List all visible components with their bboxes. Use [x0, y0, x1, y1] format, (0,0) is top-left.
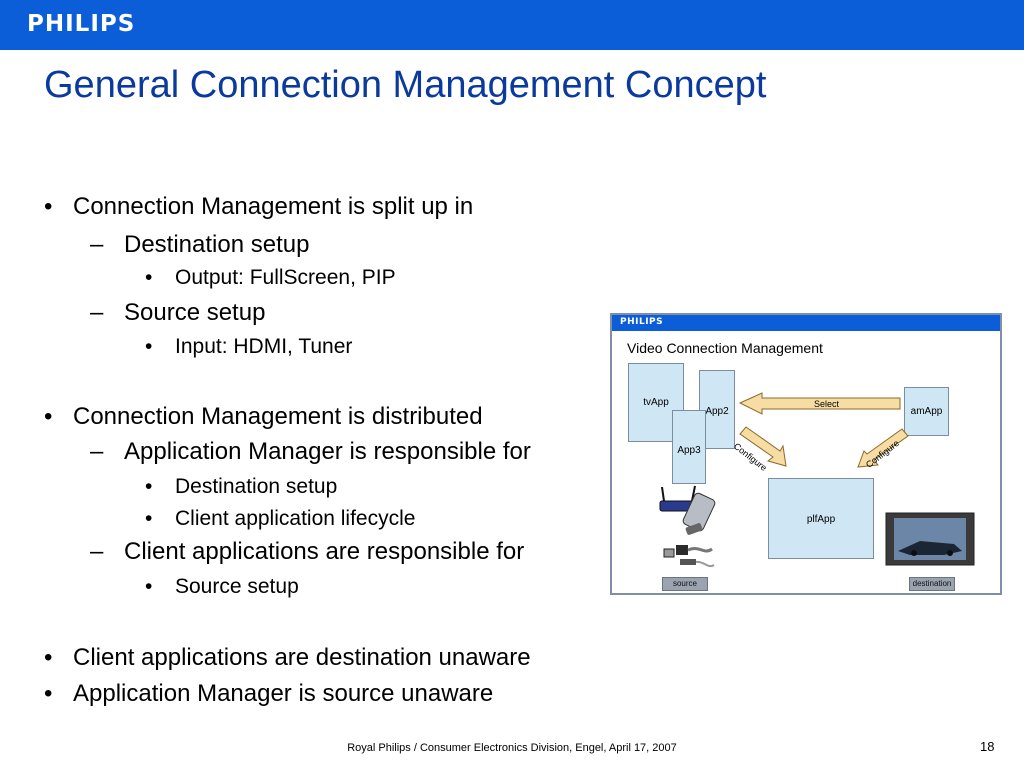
- header-bar: PHILIPS: [0, 0, 1024, 50]
- slide-title: General Connection Management Concept: [44, 64, 767, 106]
- node-plfapp: plfApp: [768, 478, 874, 559]
- footer-text: Royal Philips / Consumer Electronics Div…: [347, 742, 677, 754]
- philips-logo: PHILIPS: [27, 11, 136, 37]
- configure-right-arrow: [857, 428, 909, 468]
- figure-header-bar: PHILIPS: [612, 315, 1000, 331]
- figure-philips-logo: PHILIPS: [620, 317, 664, 327]
- source-tag: source: [662, 577, 708, 591]
- figure-title: Video Connection Management: [627, 340, 823, 356]
- destination-tag: destination: [909, 577, 955, 591]
- node-amapp: amApp: [904, 387, 949, 436]
- remote-icon: [682, 492, 716, 535]
- diagram-arrows: [738, 392, 909, 468]
- video-connection-diagram: PHILIPS Video Connection Management tvAp…: [610, 313, 1002, 595]
- select-label: Select: [814, 399, 840, 409]
- node-app3: App3: [672, 410, 706, 484]
- select-arrow: [738, 392, 901, 415]
- source-devices: [659, 485, 716, 568]
- node-tvapp: tvApp: [628, 363, 684, 442]
- tv-screen-icon: [885, 512, 975, 566]
- configure-left-arrow: [739, 426, 787, 467]
- page-number: 18: [980, 739, 995, 754]
- cable-icon: [663, 545, 715, 568]
